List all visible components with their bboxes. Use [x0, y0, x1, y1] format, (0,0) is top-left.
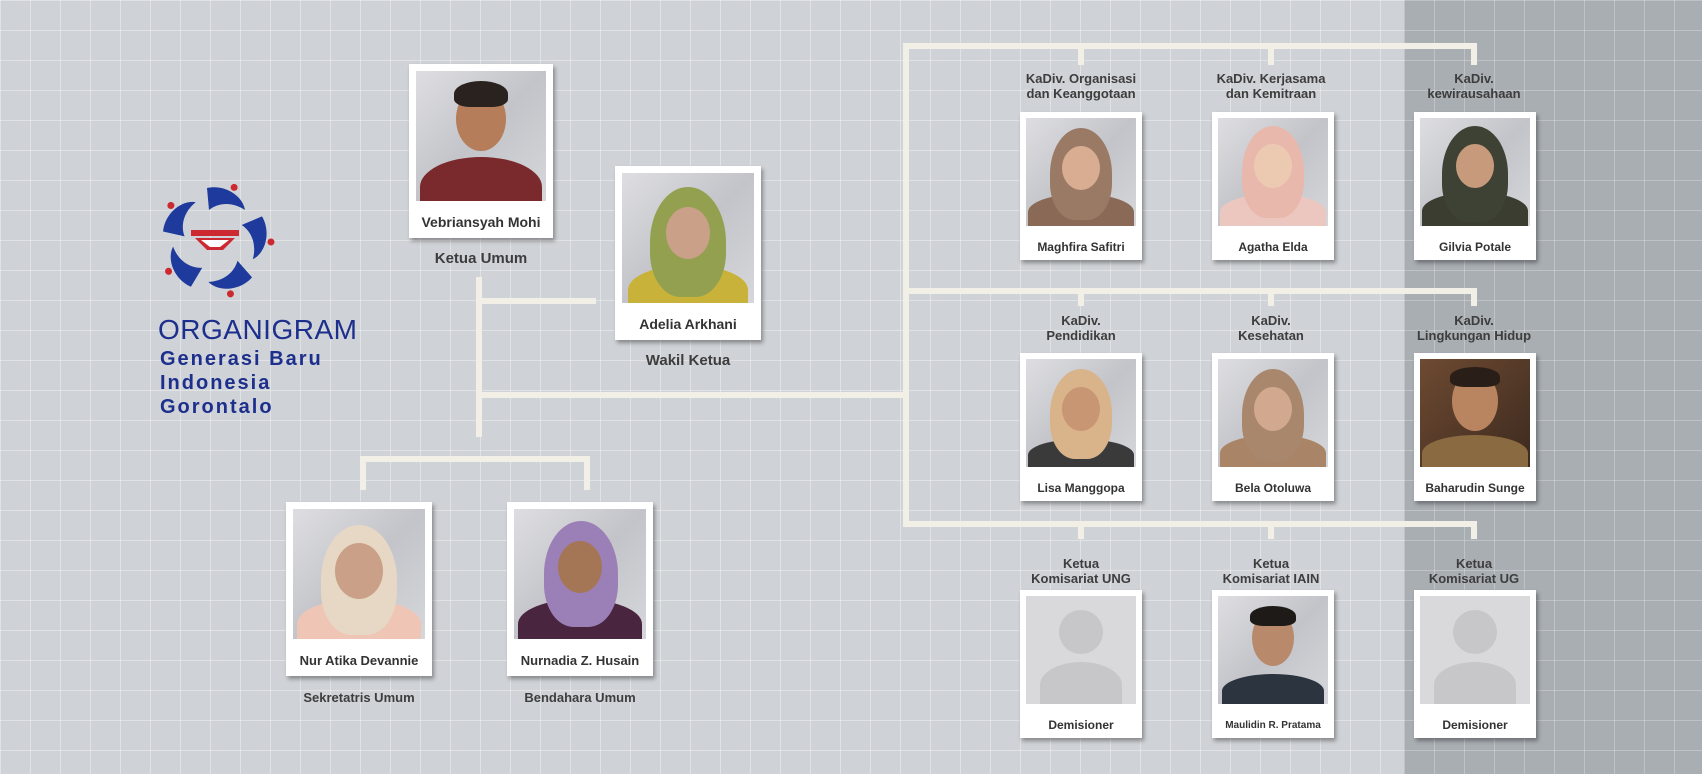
person-name: Vebriansyah Mohi: [421, 214, 541, 230]
person-photo: [1026, 118, 1136, 226]
person-name: Lisa Manggopa: [1037, 481, 1125, 495]
avatar-placeholder-icon: [1026, 596, 1136, 704]
person-card-division: Demisioner: [1020, 590, 1142, 738]
person-card-division: Maulidin R. Pratama: [1212, 590, 1334, 738]
person-photo: [1420, 359, 1530, 467]
person-photo: [1218, 118, 1328, 226]
person-name: Maghfira Safitri: [1037, 240, 1125, 254]
person-card-division: Bela Otoluwa: [1212, 353, 1334, 501]
person-photo: [1420, 118, 1530, 226]
logo-subtitle-2: Indonesia: [160, 372, 272, 394]
gbi-emblem-icon: [163, 183, 275, 298]
person-photo: [514, 509, 646, 639]
person-card-division: Gilvia Potale: [1414, 112, 1536, 260]
logo-title: ORGANIGRAM: [158, 314, 358, 345]
person-card-division: Lisa Manggopa: [1020, 353, 1142, 501]
person-name: Adelia Arkhani: [639, 316, 737, 332]
person-name: Baharudin Sunge: [1425, 481, 1525, 495]
person-card-wakil: Adelia Arkhani: [615, 166, 761, 340]
person-photo: [1026, 596, 1136, 704]
person-photo: [1026, 359, 1136, 467]
organigram-logo: [150, 178, 280, 302]
person-name: Demisioner: [1442, 718, 1508, 732]
division-title: KaDiv.kewirausahaan: [1427, 71, 1521, 101]
person-photo: [622, 173, 754, 303]
person-card-division: Baharudin Sunge: [1414, 353, 1536, 501]
role-sekretaris-umum: Sekretatris Umum: [303, 690, 415, 705]
avatar-placeholder-icon: [1420, 596, 1530, 704]
logo-subtitle-1: Generasi Baru: [160, 348, 323, 370]
division-title: KaDiv.Kesehatan: [1238, 313, 1304, 343]
role-ketua-umum: Ketua Umum: [434, 250, 528, 267]
person-name: Maulidin R. Pratama: [1225, 720, 1321, 731]
person-photo: [1420, 596, 1530, 704]
division-title: KaDiv.Lingkungan Hidup: [1416, 313, 1532, 343]
person-card-ketua: Vebriansyah Mohi: [409, 64, 553, 238]
role-wakil-ketua: Wakil Ketua: [645, 352, 731, 369]
person-card-division: Maghfira Safitri: [1020, 112, 1142, 260]
person-photo: [1218, 359, 1328, 467]
person-name: Gilvia Potale: [1438, 240, 1512, 254]
person-photo: [416, 71, 546, 201]
person-name: Demisioner: [1048, 718, 1114, 732]
person-name: Nur Atika Devannie: [299, 653, 419, 668]
person-card-bendahara: Nurnadia Z. Husain: [507, 502, 653, 676]
person-name: Bela Otoluwa: [1234, 481, 1311, 495]
person-name: Nurnadia Z. Husain: [520, 653, 640, 668]
person-photo: [293, 509, 425, 639]
role-bendahara-umum: Bendahara Umum: [524, 690, 636, 705]
person-card-division: Agatha Elda: [1212, 112, 1334, 260]
person-photo: [1218, 596, 1328, 704]
person-card-sekretaris: Nur Atika Devannie: [286, 502, 432, 676]
person-name: Agatha Elda: [1238, 240, 1308, 254]
logo-subtitle-3: Gorontalo: [160, 396, 274, 418]
person-card-division: Demisioner: [1414, 590, 1536, 738]
division-title: KaDiv.Pendidikan: [1046, 313, 1116, 343]
